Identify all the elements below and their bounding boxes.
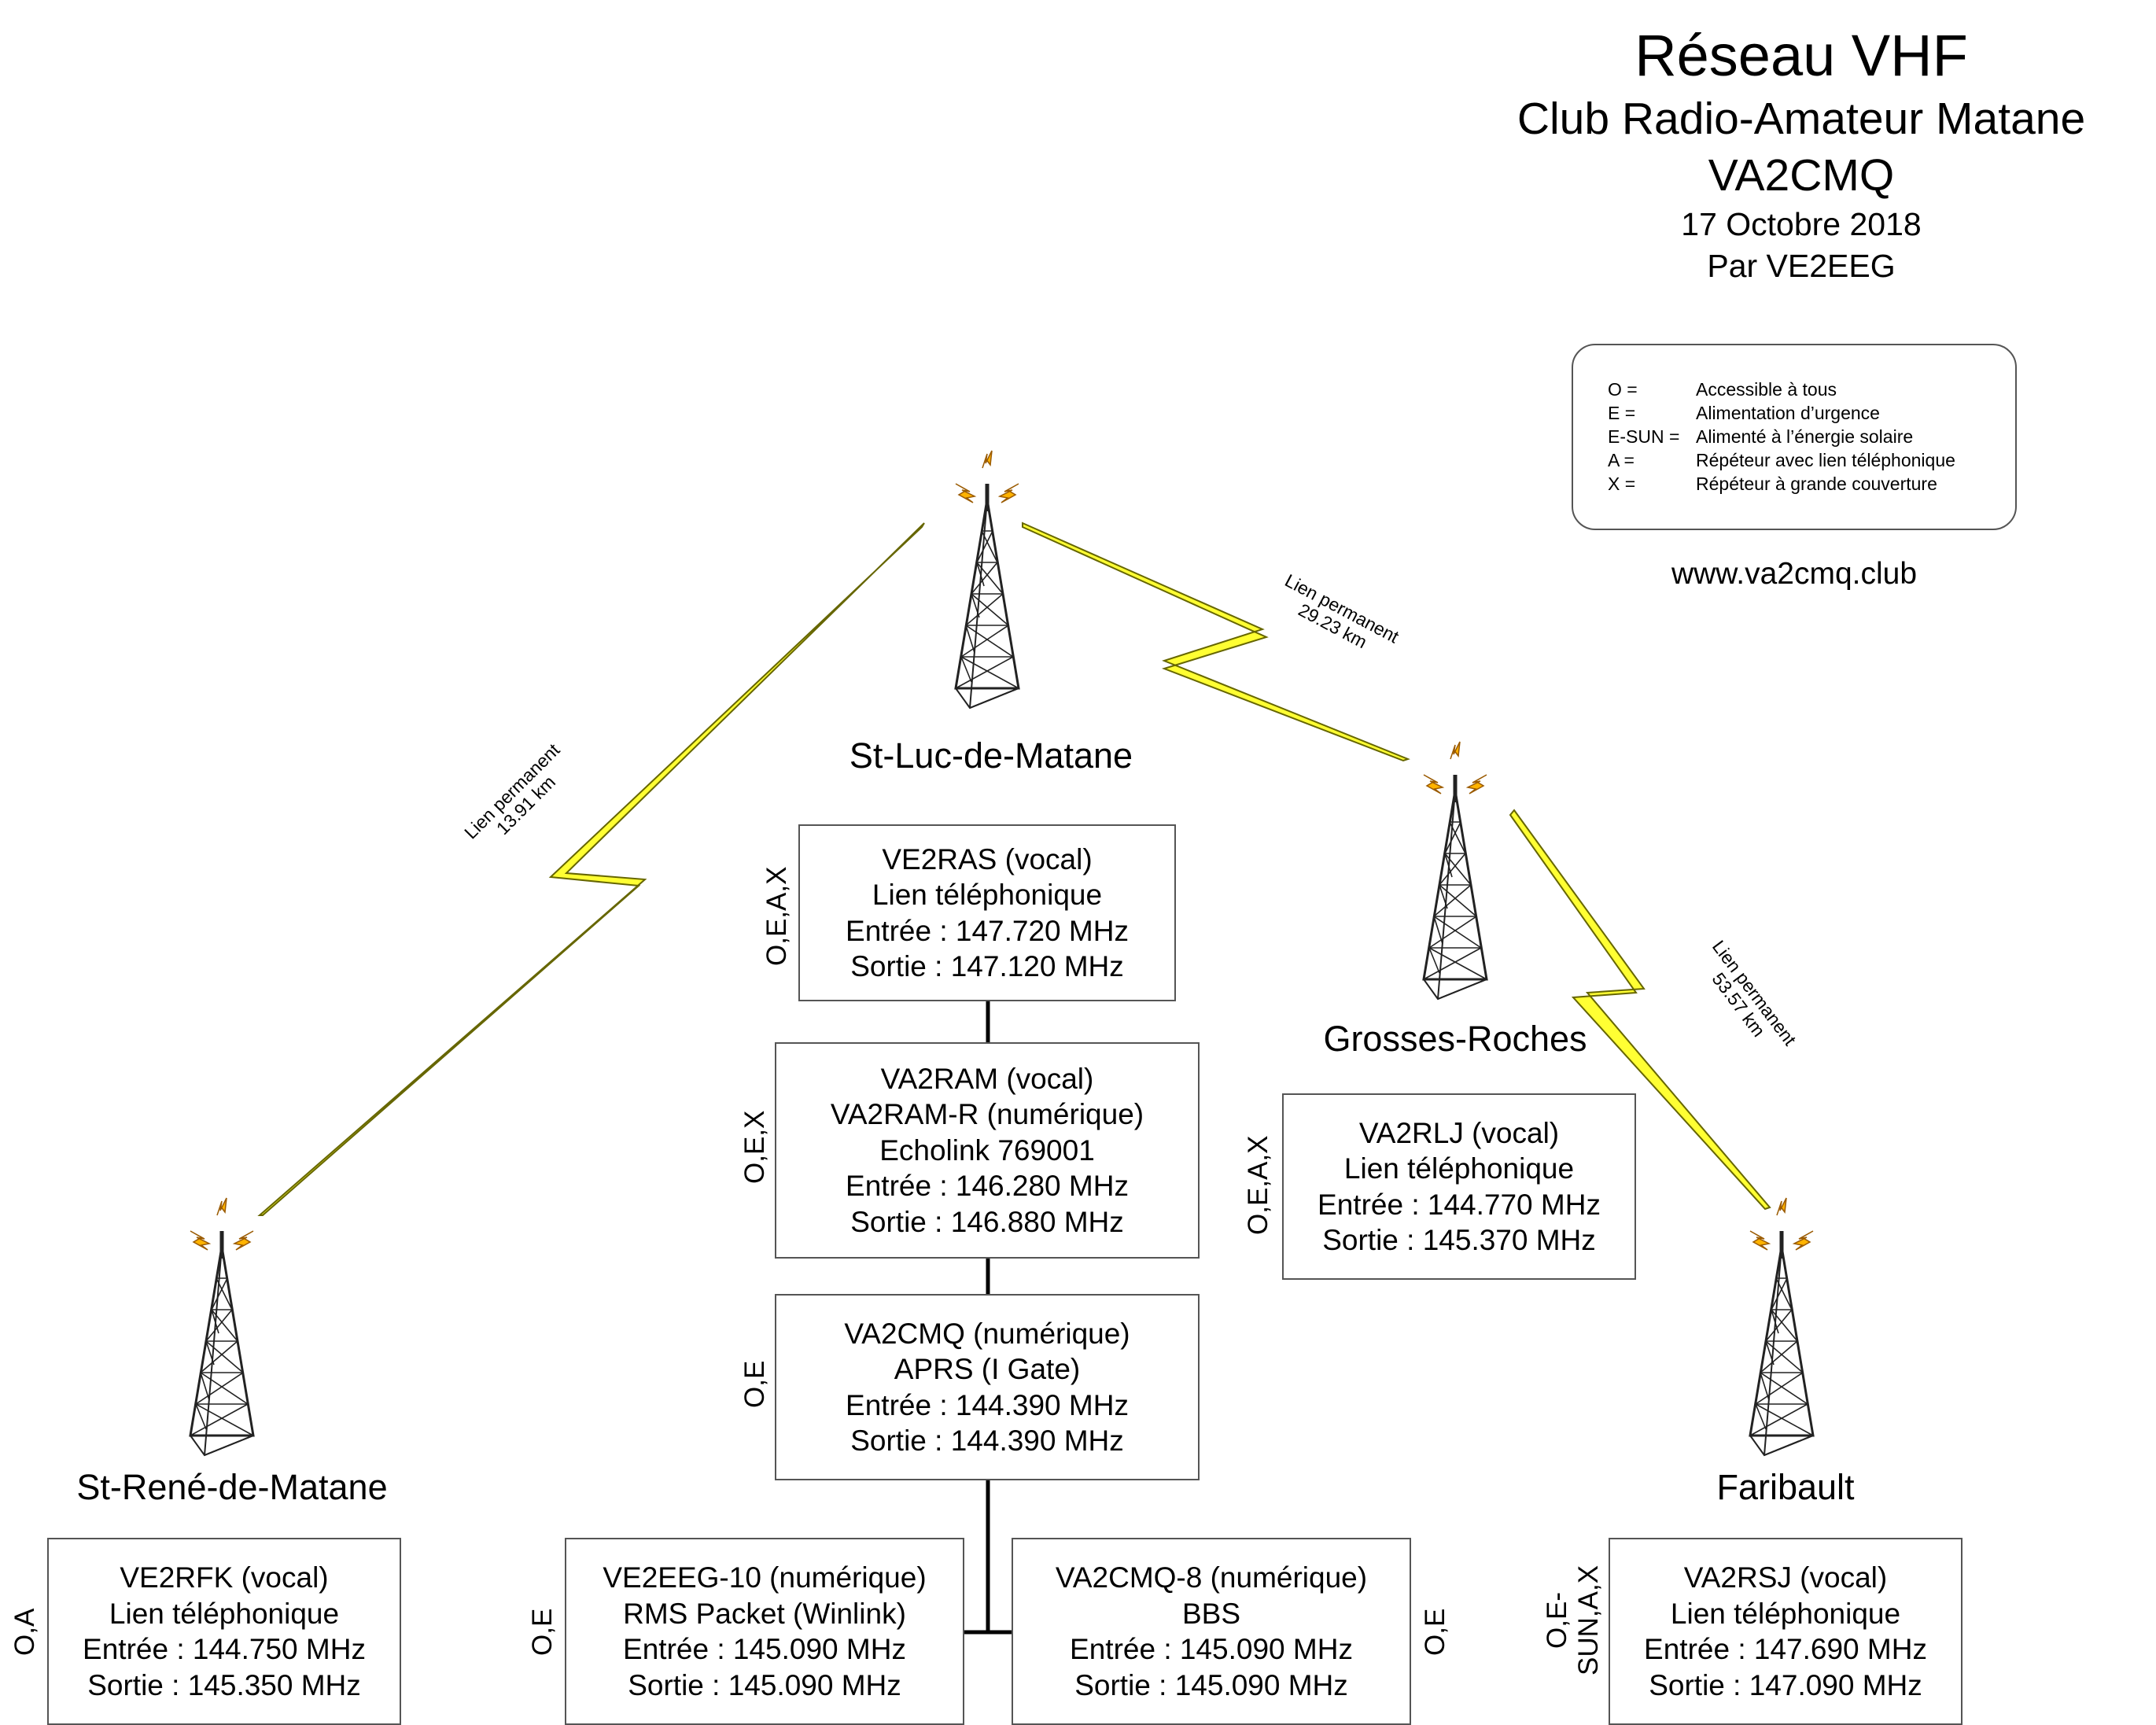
legend-row: E = Alimentation d’urgence [1608, 403, 1880, 424]
repeater-output: Sortie : 145.090 MHz [1074, 1668, 1348, 1701]
repeater-feature: Lien téléphonique [1670, 1597, 1901, 1630]
repeater-output: Sortie : 145.090 MHz [628, 1668, 901, 1701]
repeater-box-va2cmq8: VA2CMQ-8 (numérique) BBS Entrée : 145.09… [1012, 1538, 1411, 1725]
legend-desc: Répéteur à grande couverture [1696, 474, 1937, 494]
site-name-faribault: Faribault [1716, 1467, 1855, 1507]
repeater-callsign: VA2RSJ (vocal) [1683, 1561, 1888, 1594]
repeater-flags-va2cmq8: O,E [1420, 1608, 1450, 1656]
repeater-input: Entrée : 145.090 MHz [1070, 1633, 1353, 1665]
repeater-flags-ve2rfk: O,A [9, 1608, 40, 1656]
document-date: 17 Octobre 2018 [1681, 206, 1922, 242]
repeater-input: Entrée : 144.750 MHz [83, 1633, 366, 1665]
tower-icon-st-luc [956, 451, 1019, 708]
repeater-box-ve2ras: VE2RAS (vocal) Lien téléphonique Entrée … [798, 824, 1176, 1001]
repeater-flags-ve2ras: O,E,A,X [761, 866, 792, 966]
tower-icon-faribault [1750, 1198, 1813, 1455]
repeater-flags-va2cmq: O,E [739, 1360, 770, 1408]
repeater-input: Entrée : 147.690 MHz [1644, 1633, 1927, 1665]
repeater-input: Entrée : 144.390 MHz [846, 1388, 1129, 1421]
repeater-echolink: Echolink 769001 [879, 1133, 1095, 1167]
repeater-output: Sortie : 147.090 MHz [1649, 1668, 1922, 1701]
repeater-callsign: VE2RAS (vocal) [882, 842, 1093, 875]
repeater-input: Entrée : 147.720 MHz [846, 914, 1129, 947]
repeater-feature: Lien téléphonique [1343, 1152, 1575, 1185]
legend-row: X = Répéteur à grande couverture [1608, 474, 1937, 495]
legend-desc: Répéteur avec lien téléphonique [1696, 450, 1955, 470]
website-link[interactable]: www.va2cmq.club [1671, 557, 1918, 591]
repeater-feature: Lien téléphonique [872, 879, 1103, 911]
link-faribault-bolt [1509, 809, 1771, 1211]
repeater-callsign: VA2RLJ (vocal) [1358, 1116, 1560, 1149]
repeater-box-ve2eeg10: VE2EEG-10 (numérique) RMS Packet (Winlin… [565, 1538, 964, 1725]
repeater-flags-line: SUN,A,X [1573, 1565, 1604, 1675]
link-grosses-roches-bolt [1022, 522, 1410, 762]
legend-key: O = [1608, 379, 1638, 400]
legend-key: A = [1608, 450, 1635, 470]
repeater-callsign: VA2CMQ (numérique) [844, 1317, 1130, 1350]
repeater-output: Sortie : 145.370 MHz [1322, 1224, 1596, 1256]
repeater-box-ve2rfk: VE2RFK (vocal) Lien téléphonique Entrée … [47, 1538, 401, 1725]
legend-key: E = [1608, 403, 1636, 423]
legend-box [1572, 344, 2017, 530]
repeater-input: Entrée : 144.770 MHz [1318, 1188, 1601, 1221]
legend-row: O = Accessible à tous [1608, 379, 1837, 400]
legend-desc: Alimenté à l’énergie solaire [1696, 426, 1914, 447]
repeater-callsign: VE2RFK (vocal) [120, 1561, 329, 1594]
repeater-feature: Lien téléphonique [109, 1597, 340, 1630]
repeater-box-va2ram: VA2RAM (vocal) VA2RAM-R (numérique) Echo… [775, 1042, 1200, 1259]
repeater-input: Entrée : 145.090 MHz [623, 1633, 906, 1665]
legend-desc: Accessible à tous [1696, 379, 1837, 400]
legend-row: E-SUN = Alimenté à l’énergie solaire [1608, 426, 1913, 448]
legend-row: A = Répéteur avec lien téléphonique [1608, 450, 1955, 471]
repeater-box-va2cmq: VA2CMQ (numérique) APRS (I Gate) Entrée … [775, 1294, 1200, 1480]
tower-icon-grosses-roches [1424, 742, 1487, 999]
club-name: Club Radio-Amateur Matane [1517, 94, 2086, 144]
repeater-callsign: VA2RAM (vocal) [880, 1062, 1094, 1095]
legend-key: X = [1608, 474, 1636, 494]
repeater-feature: APRS (I Gate) [894, 1353, 1081, 1385]
repeater-flags-va2rsj: O,E- SUN,A,X [1542, 1565, 1605, 1675]
repeater-output: Sortie : 146.880 MHz [850, 1205, 1124, 1238]
box-connectors [964, 1001, 1012, 1635]
link-st-rene-bolt [257, 522, 925, 1216]
site-name-st-luc: St-Luc-de-Matane [849, 735, 1133, 776]
repeater-feature: BBS [1181, 1597, 1241, 1630]
repeater-digital: VA2RAM-R (numérique) [830, 1098, 1144, 1131]
club-callsign: VA2CMQ [1708, 150, 1895, 201]
repeater-callsign: VA2CMQ-8 (numérique) [1055, 1561, 1368, 1594]
legend-key: E-SUN = [1608, 426, 1680, 447]
repeater-flags-line: O,E- [1542, 1592, 1572, 1649]
site-name-grosses-roches: Grosses-Roches [1323, 1019, 1587, 1059]
repeater-flags-ve2eeg10: O,E [527, 1608, 558, 1656]
repeater-output: Sortie : 144.390 MHz [850, 1425, 1124, 1457]
repeater-output: Sortie : 145.350 MHz [87, 1668, 361, 1701]
repeater-feature: RMS Packet (Winlink) [623, 1597, 906, 1630]
document-author: Par VE2EEG [1707, 248, 1896, 284]
tower-icon-st-rene [190, 1198, 253, 1455]
repeater-input: Entrée : 146.280 MHz [846, 1170, 1129, 1203]
repeater-flags-va2ram: O,E,X [739, 1110, 770, 1184]
site-name-st-rene: St-René-de-Matane [76, 1467, 388, 1507]
page-title: Réseau VHF [1635, 23, 1968, 88]
repeater-box-va2rlj: VA2RLJ (vocal) Lien téléphonique Entrée … [1282, 1093, 1636, 1280]
repeater-callsign: VE2EEG-10 (numérique) [603, 1561, 927, 1594]
repeater-flags-va2rlj: O,E,A,X [1243, 1135, 1273, 1235]
repeater-box-va2rsj: VA2RSJ (vocal) Lien téléphonique Entrée … [1609, 1538, 1963, 1725]
repeater-output: Sortie : 147.120 MHz [850, 950, 1124, 982]
legend-desc: Alimentation d’urgence [1696, 403, 1880, 423]
